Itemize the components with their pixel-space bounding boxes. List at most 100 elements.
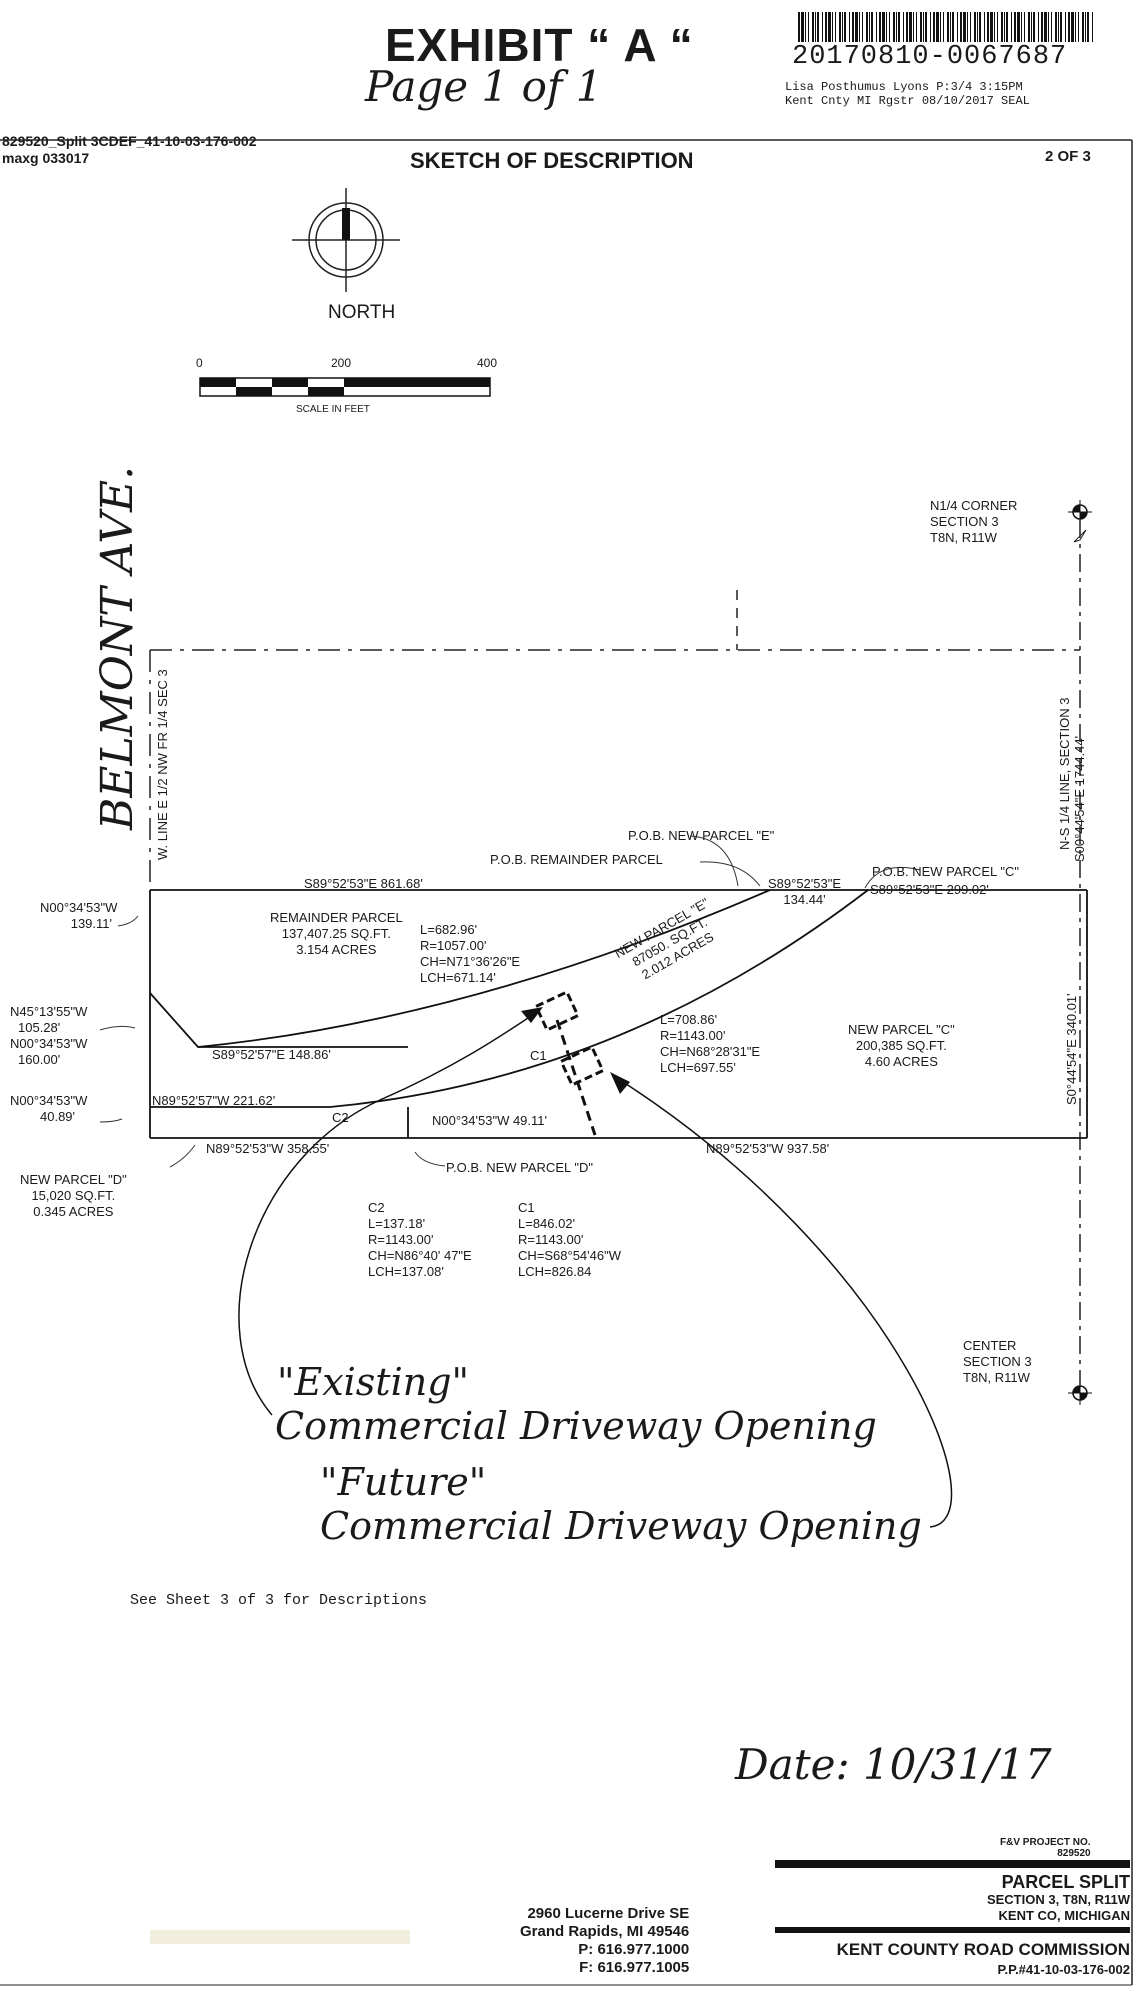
bearing-text: S89°52'53"E bbox=[768, 876, 842, 891]
note-text: Commercial Driveway Opening bbox=[320, 1504, 922, 1548]
exhibit-title: EXHIBIT “ A “ bbox=[385, 19, 694, 71]
bottom-east-bearing: N89°52'53"W 937.58' bbox=[706, 1141, 830, 1156]
parcel-area: 15,020 SQ.FT. bbox=[31, 1188, 116, 1203]
file-reference: 829520_Split 3CDEF_41-10-03-176-002 maxg… bbox=[2, 133, 257, 167]
parcel-area: 200,385 SQ.FT. bbox=[855, 1038, 947, 1053]
east-bearing-top: S00°44'54"E 1744.44' bbox=[1072, 735, 1087, 862]
scale-tick: 200 bbox=[331, 356, 352, 370]
west-bearing-4: N00°34'53"W 40.89' bbox=[10, 1093, 87, 1125]
note-text: "Existing" bbox=[277, 1360, 470, 1404]
curve-value: L=137.18' bbox=[368, 1216, 426, 1231]
west-bearing-2: N45°13'55"W 105.28' N00°34'53"W 160.00' bbox=[10, 1004, 87, 1068]
top-mid-bearing: S89°52'53"E 134.44' bbox=[768, 876, 841, 908]
bearing-text: N00°34'53"W bbox=[40, 900, 118, 915]
east-bearing-bottom: S0°44'54"E 340.01' bbox=[1064, 993, 1079, 1105]
curve-title: C1 bbox=[518, 1200, 535, 1215]
distance-text: 40.89' bbox=[40, 1109, 76, 1124]
curve-value: LCH=137.08' bbox=[368, 1264, 444, 1279]
curve-value: CH=N68°28'31"E bbox=[660, 1044, 761, 1059]
curve-c2-tag: C2 bbox=[332, 1110, 349, 1125]
scale-tick: 400 bbox=[477, 356, 498, 370]
distance-text: 139.11' bbox=[70, 916, 112, 931]
note-text: Commercial Driveway Opening bbox=[275, 1404, 877, 1448]
recording-info: Lisa Posthumus Lyons P:3/4 3:15PM Kent C… bbox=[785, 80, 1030, 108]
section-line: SECTION 3, T8N, R11W bbox=[986, 1892, 1130, 1907]
parcel-name: REMAINDER PARCEL bbox=[270, 910, 403, 925]
curve-value: R=1057.00' bbox=[420, 938, 487, 953]
phone: P: 616.977.1000 bbox=[578, 1941, 690, 1958]
bearing-text: N45°13'55"W bbox=[10, 1004, 88, 1019]
corner-text: SECTION 3 bbox=[930, 514, 999, 529]
scale-bar bbox=[199, 377, 491, 397]
pob-parcel-e: P.O.B. NEW PARCEL "E" bbox=[628, 828, 775, 843]
recording-line: Kent Cnty MI Rgstr 08/10/2017 SEAL bbox=[785, 94, 1030, 108]
curve-value: L=846.02' bbox=[518, 1216, 576, 1231]
road-name: BELMONT AVE. bbox=[92, 465, 143, 830]
curve-value: LCH=671.14' bbox=[420, 970, 496, 985]
corner-text: T8N, R11W bbox=[963, 1370, 1030, 1385]
parcel-split-title: PARCEL SPLIT bbox=[1001, 1872, 1130, 1892]
file-name: 829520_Split 3CDEF_41-10-03-176-002 bbox=[2, 133, 257, 149]
file-author: maxg 033017 bbox=[2, 150, 90, 166]
curve-title: C2 bbox=[368, 1200, 385, 1215]
parcel-acres: 4.60 ACRES bbox=[864, 1054, 938, 1069]
remainder-parcel-label: REMAINDER PARCEL 137,407.25 SQ.FT. 3.154… bbox=[270, 910, 403, 958]
corner-text: SECTION 3 bbox=[963, 1354, 1032, 1369]
curve-value: LCH=826.84 bbox=[518, 1264, 592, 1279]
bearing-text: N00°34'53"W bbox=[10, 1036, 88, 1051]
note-text: "Future" bbox=[320, 1460, 487, 1504]
curve-value: R=1143.00' bbox=[660, 1028, 726, 1043]
curve-value: R=1143.00' bbox=[518, 1232, 584, 1247]
see-sheet-note: See Sheet 3 of 3 for Descriptions bbox=[130, 1592, 428, 1609]
distance-text: 105.28' bbox=[18, 1020, 61, 1035]
address-line: 2960 Lucerne Drive SE bbox=[527, 1905, 690, 1922]
pob-remainder: P.O.B. REMAINDER PARCEL bbox=[490, 852, 663, 867]
bearing-221: N89°52'57"W 221.62' bbox=[152, 1093, 276, 1108]
page-note: Page 1 of 1 bbox=[365, 62, 603, 111]
fax: F: 616.977.1005 bbox=[579, 1959, 690, 1976]
future-driveway-note: "Future" Commercial Driveway Opening bbox=[320, 1460, 922, 1548]
curve-value: CH=S68°54'46"W bbox=[518, 1248, 621, 1263]
distance-text: 134.44' bbox=[783, 892, 826, 907]
top-west-bearing: S89°52'53"E 861.68' bbox=[304, 876, 423, 891]
county-line: KENT CO, MICHIGAN bbox=[998, 1908, 1130, 1923]
bearing-text: N00°34'53"W bbox=[10, 1093, 88, 1108]
pob-parcel-c: P.O.B. NEW PARCEL "C" bbox=[872, 864, 1019, 879]
bottom-west-bearing: N89°52'53"W 358.55' bbox=[206, 1141, 330, 1156]
record-number: 20170810-0067687 bbox=[792, 42, 1068, 72]
parcel-acres: 0.345 ACRES bbox=[33, 1204, 114, 1219]
existing-driveway-note: "Existing" Commercial Driveway Opening bbox=[275, 1360, 877, 1448]
curve-table-c1: C1 L=846.02' R=1143.00' CH=S68°54'46"W L… bbox=[518, 1200, 621, 1280]
distance-text: 160.00' bbox=[18, 1052, 61, 1067]
corner-text: T8N, R11W bbox=[930, 530, 997, 545]
parcel-c-label: NEW PARCEL "C" 200,385 SQ.FT. 4.60 ACRES bbox=[848, 1022, 955, 1070]
handwritten-date: Date: 10/31/17 bbox=[735, 1740, 1052, 1789]
bearing-49: N00°34'53"W 49.11' bbox=[432, 1113, 547, 1128]
company-address: 2960 Lucerne Drive SE Grand Rapids, MI 4… bbox=[520, 1905, 689, 1977]
n14-corner-label: N1/4 CORNER SECTION 3 T8N, R11W bbox=[930, 498, 1017, 546]
curve-value: L=682.96' bbox=[420, 922, 478, 937]
sheet-number: 2 OF 3 bbox=[1045, 148, 1091, 165]
north-label: NORTH bbox=[328, 302, 396, 323]
bearing-148: S89°52'57"E 148.86' bbox=[212, 1047, 331, 1062]
project-label: F&V PROJECT NO. bbox=[1000, 1837, 1091, 1848]
curve-value: CH=N86°40' 47"E bbox=[368, 1248, 472, 1263]
ns-line-label: N-S 1/4 LINE, SECTION 3 bbox=[1057, 697, 1072, 850]
parcel-area: 137,407.25 SQ.FT. bbox=[281, 926, 391, 941]
project-value: 829520 bbox=[1057, 1848, 1091, 1859]
parcel-d-label: NEW PARCEL "D" 15,020 SQ.FT. 0.345 ACRES bbox=[20, 1172, 127, 1220]
curve-value: LCH=697.55' bbox=[660, 1060, 736, 1075]
recording-line: Lisa Posthumus Lyons P:3/4 3:15PM bbox=[785, 80, 1023, 94]
curve-value: R=1143.00' bbox=[368, 1232, 434, 1247]
curve-top-data: L=682.96' R=1057.00' CH=N71°36'26"E LCH=… bbox=[420, 922, 520, 986]
scale-caption: SCALE IN FEET bbox=[296, 404, 370, 415]
top-east-bearing: S89°52'53"E 299.02' bbox=[870, 882, 989, 897]
parcel-name: NEW PARCEL "D" bbox=[20, 1172, 127, 1187]
driveway-marker-icon bbox=[534, 990, 605, 1136]
commission-name: KENT COUNTY ROAD COMMISSION bbox=[836, 1940, 1130, 1959]
west-line-label: W. LINE E 1/2 NW FR 1/4 SEC 3 bbox=[155, 669, 170, 860]
curve-value: CH=N71°36'26"E bbox=[420, 954, 521, 969]
sheet-title: SKETCH OF DESCRIPTION bbox=[410, 148, 694, 173]
parcel-number: P.P.#41-10-03-176-002 bbox=[997, 1962, 1130, 1977]
